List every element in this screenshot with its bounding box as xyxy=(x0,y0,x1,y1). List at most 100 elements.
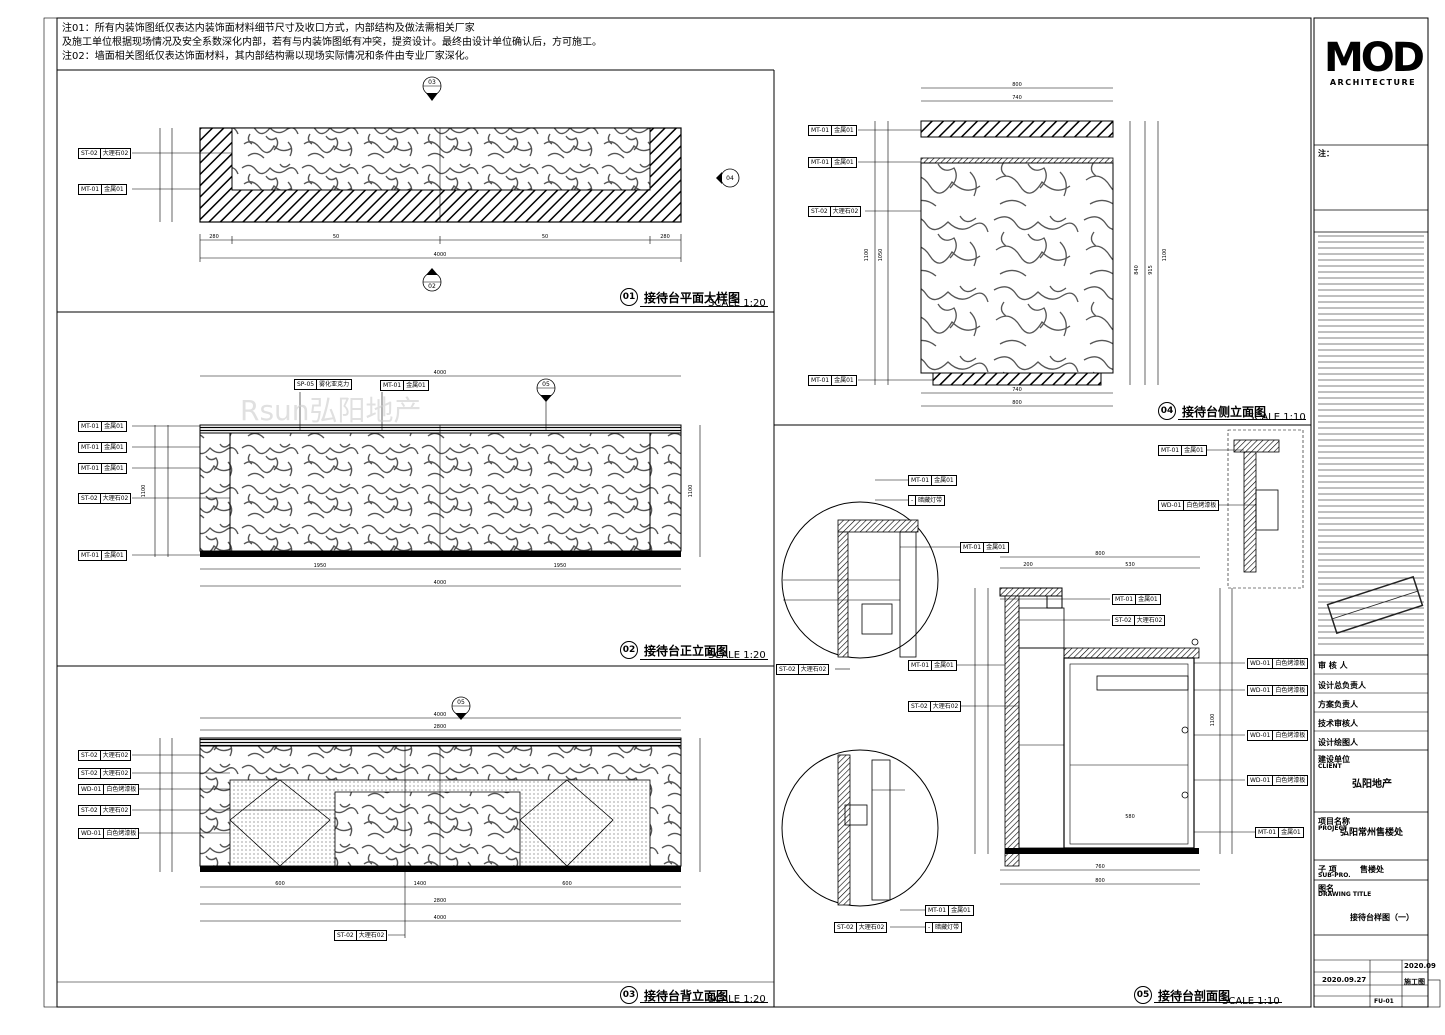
svg-text:760: 760 xyxy=(1095,864,1105,870)
svg-text:4000: 4000 xyxy=(434,580,447,586)
svg-text:1050: 1050 xyxy=(878,249,884,262)
svg-text:05: 05 xyxy=(457,699,465,706)
svg-text:2800: 2800 xyxy=(434,724,447,730)
approval-stamp xyxy=(1326,575,1424,635)
drawing-scale-01: SCALE 1:20 xyxy=(708,298,766,309)
dim-50b: 50 xyxy=(542,234,548,240)
svg-text:1950: 1950 xyxy=(554,563,567,569)
dim-50: 50 xyxy=(333,234,339,240)
svg-text:1950: 1950 xyxy=(314,563,327,569)
callout-03: 03 xyxy=(422,76,442,101)
tb-designer: 设计绘图人 xyxy=(1318,738,1358,747)
drawing-02-front-elevation: 1950 1950 4000 4000 1100 1100 Rsun弘阳地产 xyxy=(132,370,701,587)
dim-4000: 4000 xyxy=(434,252,447,258)
drawing-title-05: 05 接待台剖面图 xyxy=(1134,986,1230,1004)
svg-text:1100: 1100 xyxy=(1162,249,1168,262)
tb-project-value: 弘阳常州售楼处 xyxy=(1340,828,1404,838)
drawing-04-side-elevation: 800 740 740 800 1100 1050 840 915 1100 xyxy=(858,82,1168,407)
svg-text:580: 580 xyxy=(1125,814,1135,820)
svg-text:1100: 1100 xyxy=(864,249,870,262)
drawing-title-02: 02 接待台正立面图 xyxy=(620,641,728,659)
svg-text:4000: 4000 xyxy=(434,915,447,921)
svg-text:200: 200 xyxy=(1023,562,1033,568)
svg-text:600: 600 xyxy=(275,881,285,887)
drawing-01-plan: 280 50 50 280 4000 xyxy=(132,127,682,262)
tb-date-value: 2020.09.27 xyxy=(1322,976,1367,984)
drawing-title-03: 03 接待台背立面图 xyxy=(620,986,728,1004)
drawing-scale-05: SCALE 1:10 xyxy=(1222,996,1280,1007)
tb-client-label: 建设单位 xyxy=(1318,755,1350,764)
svg-text:4000: 4000 xyxy=(434,712,447,718)
dim-280: 280 xyxy=(209,234,219,240)
note-line-3: 注02：墙面相关图纸仅表达饰面材料，其内部结构需以现场实际情况和条件由专业厂家深… xyxy=(62,51,475,62)
svg-text:1400: 1400 xyxy=(414,881,427,887)
svg-text:800: 800 xyxy=(1095,878,1105,884)
tb-design-lead: 设计总负责人 xyxy=(1318,681,1366,690)
dim-280b: 280 xyxy=(660,234,670,240)
callout-02: 02 xyxy=(422,268,442,292)
svg-text:04: 04 xyxy=(726,175,734,182)
tb-subproject-value: 售楼处 xyxy=(1360,865,1384,874)
callout-05-front: 05 xyxy=(536,378,556,402)
note-line-2: 及施工单位根据现场情况及安全系数深化内部，若有与内装饰图纸有冲突，提资设计。最终… xyxy=(62,37,602,48)
svg-text:4000: 4000 xyxy=(434,370,447,376)
drawing-scale-03: SCALE 1:20 xyxy=(708,994,766,1005)
svg-text:800: 800 xyxy=(1095,551,1105,557)
svg-text:530: 530 xyxy=(1125,562,1135,568)
drawing-scale-04: SCALE 1:10 xyxy=(1248,412,1306,423)
svg-text:1100: 1100 xyxy=(688,485,694,498)
tb-reviewer: 审 核 人 xyxy=(1318,661,1348,670)
tb-drawing-en: DRAWING TITLE xyxy=(1318,891,1372,898)
brand-watermark: Rsun弘阳地产 xyxy=(240,394,422,427)
svg-text:740: 740 xyxy=(1012,387,1022,393)
mod-architecture-logo: MOD ARCHITECTURE xyxy=(1323,35,1425,87)
svg-text:02: 02 xyxy=(428,283,436,290)
tb-project-label: 项目名称 xyxy=(1318,817,1350,826)
drawing-03-back-elevation: 4000 2800 1400 600 600 2800 4000 xyxy=(132,712,701,938)
tb-version-value: 2020.09 xyxy=(1404,962,1436,970)
svg-text:800: 800 xyxy=(1012,82,1022,88)
svg-text:1100: 1100 xyxy=(141,485,147,498)
tb-scheme-lead: 方案负责人 xyxy=(1318,700,1358,709)
note-line-1: 注01：所有内装饰图纸仅表达内装饰面材料细节尺寸及收口方式，内部结构及做法需相关… xyxy=(62,23,475,34)
tb-tech-lead: 技术审核人 xyxy=(1318,719,1358,728)
svg-text:05: 05 xyxy=(542,381,550,388)
tb-drawing-label: 图名 xyxy=(1318,884,1334,893)
tb-subproject-en: SUB-PRO. xyxy=(1318,872,1351,879)
svg-text:915: 915 xyxy=(1148,265,1154,275)
tb-client-value: 弘阳地产 xyxy=(1352,779,1392,790)
callout-05-back: 05 xyxy=(451,696,471,720)
tb-sheet-value: FU-01 xyxy=(1374,998,1394,1005)
title-block-ruled-area xyxy=(1318,235,1424,645)
tb-subproject-label: 子 项 xyxy=(1318,865,1337,874)
callout-04: 04 xyxy=(716,168,740,188)
general-notes: 注01：所有内装饰图纸仅表达内装饰面材料细节尺寸及收口方式，内部结构及做法需相关… xyxy=(62,22,602,64)
svg-text:1100: 1100 xyxy=(1210,714,1216,727)
drawing-05-section: 800 530 200 760 800 580 1100 xyxy=(781,429,1304,928)
drawing-title-01: 01 接待台平面大样图 xyxy=(620,288,740,306)
drawing-title-04: 04 接待台侧立面图 xyxy=(1158,402,1266,420)
